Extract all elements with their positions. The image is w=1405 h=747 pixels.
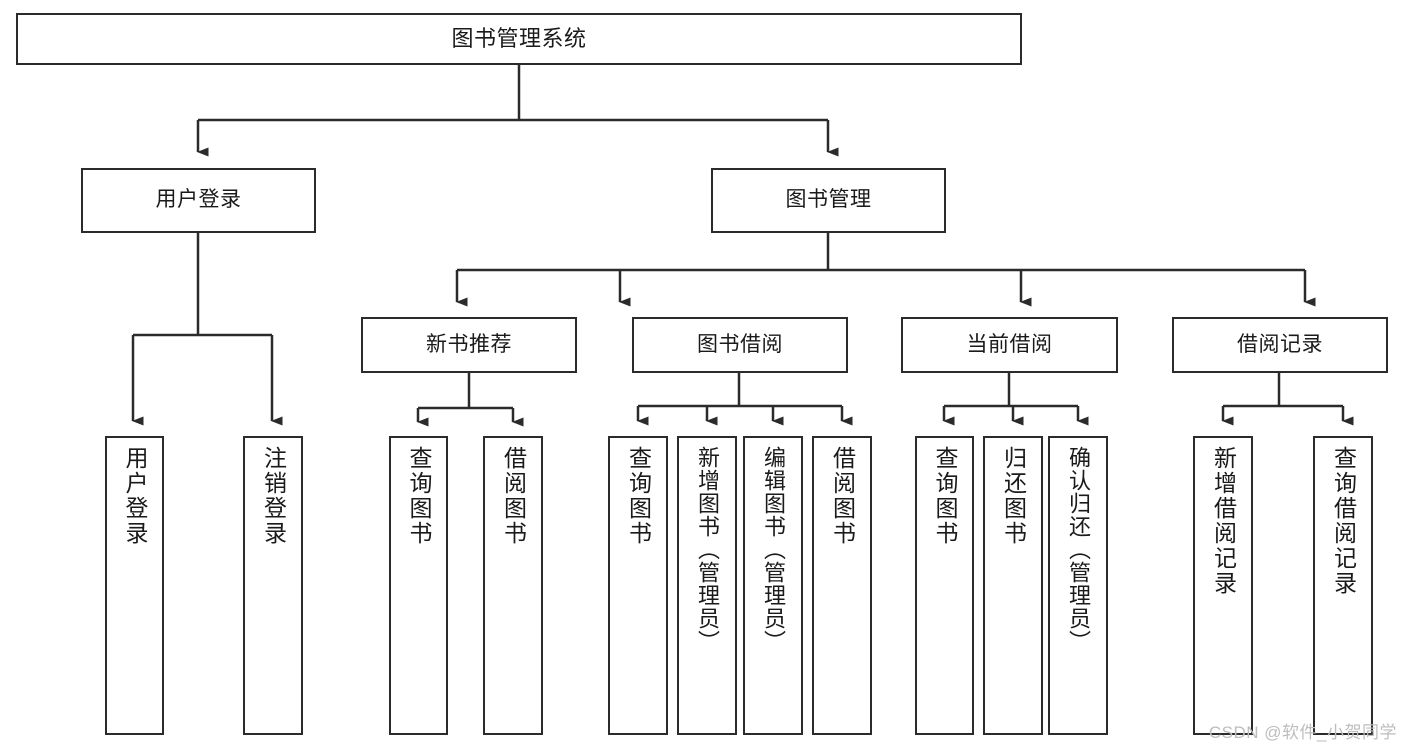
node-label: 查询借阅记录 [1330, 446, 1357, 596]
node-current-borrow[interactable]: 当前借阅 [901, 317, 1118, 373]
node-label: 图书管理 [785, 188, 872, 212]
leaf-borrow-edit-book-admin[interactable]: 编辑图书（管理员） [743, 436, 803, 735]
leaf-record-query-record[interactable]: 查询借阅记录 [1313, 436, 1373, 735]
node-label: 查询图书 [406, 446, 432, 546]
leaf-recommend-query-book[interactable]: 查询图书 [389, 436, 448, 735]
node-borrow-record[interactable]: 借阅记录 [1172, 317, 1388, 373]
node-label: 查询图书 [932, 446, 958, 546]
node-root-system[interactable]: 图书管理系统 [16, 13, 1022, 65]
node-label: 新增图书（管理员） [695, 446, 720, 653]
leaf-borrow-borrow-book[interactable]: 借阅图书 [812, 436, 872, 735]
leaf-current-confirm-return-admin[interactable]: 确认归还（管理员） [1048, 436, 1108, 735]
node-label: 编辑图书（管理员） [761, 446, 786, 653]
leaf-recommend-borrow-book[interactable]: 借阅图书 [483, 436, 543, 735]
leaf-current-return-book[interactable]: 归还图书 [983, 436, 1043, 735]
node-book-borrow[interactable]: 图书借阅 [632, 317, 848, 373]
node-label: 当前借阅 [966, 332, 1053, 356]
leaf-record-add-record[interactable]: 新增借阅记录 [1193, 436, 1253, 735]
leaf-user-login-login[interactable]: 用户登录 [105, 436, 164, 735]
node-label: 查询图书 [625, 446, 652, 546]
node-label: 注销登录 [260, 446, 287, 546]
node-label: 借阅图书 [500, 446, 527, 546]
watermark: CSDN @软件_小贺同学 [1208, 723, 1397, 742]
node-label: 借阅记录 [1237, 332, 1323, 356]
node-new-book-recommend[interactable]: 新书推荐 [361, 317, 577, 373]
leaf-user-login-logout[interactable]: 注销登录 [243, 436, 303, 735]
node-label: 用户登录 [155, 188, 242, 212]
node-user-login[interactable]: 用户登录 [81, 168, 316, 233]
node-label: 确认归还（管理员） [1066, 446, 1091, 653]
node-label: 借阅图书 [829, 446, 856, 546]
node-label: 新书推荐 [426, 332, 512, 356]
leaf-borrow-query-book[interactable]: 查询图书 [608, 436, 668, 735]
leaf-borrow-add-book-admin[interactable]: 新增图书（管理员） [677, 436, 737, 735]
leaf-current-query-book[interactable]: 查询图书 [915, 436, 974, 735]
node-label: 用户登录 [122, 446, 148, 546]
node-label: 图书借阅 [697, 332, 783, 356]
node-book-management[interactable]: 图书管理 [711, 168, 946, 233]
node-label: 新增借阅记录 [1210, 446, 1237, 596]
node-label: 图书管理系统 [451, 26, 587, 52]
node-label: 归还图书 [1000, 446, 1027, 546]
